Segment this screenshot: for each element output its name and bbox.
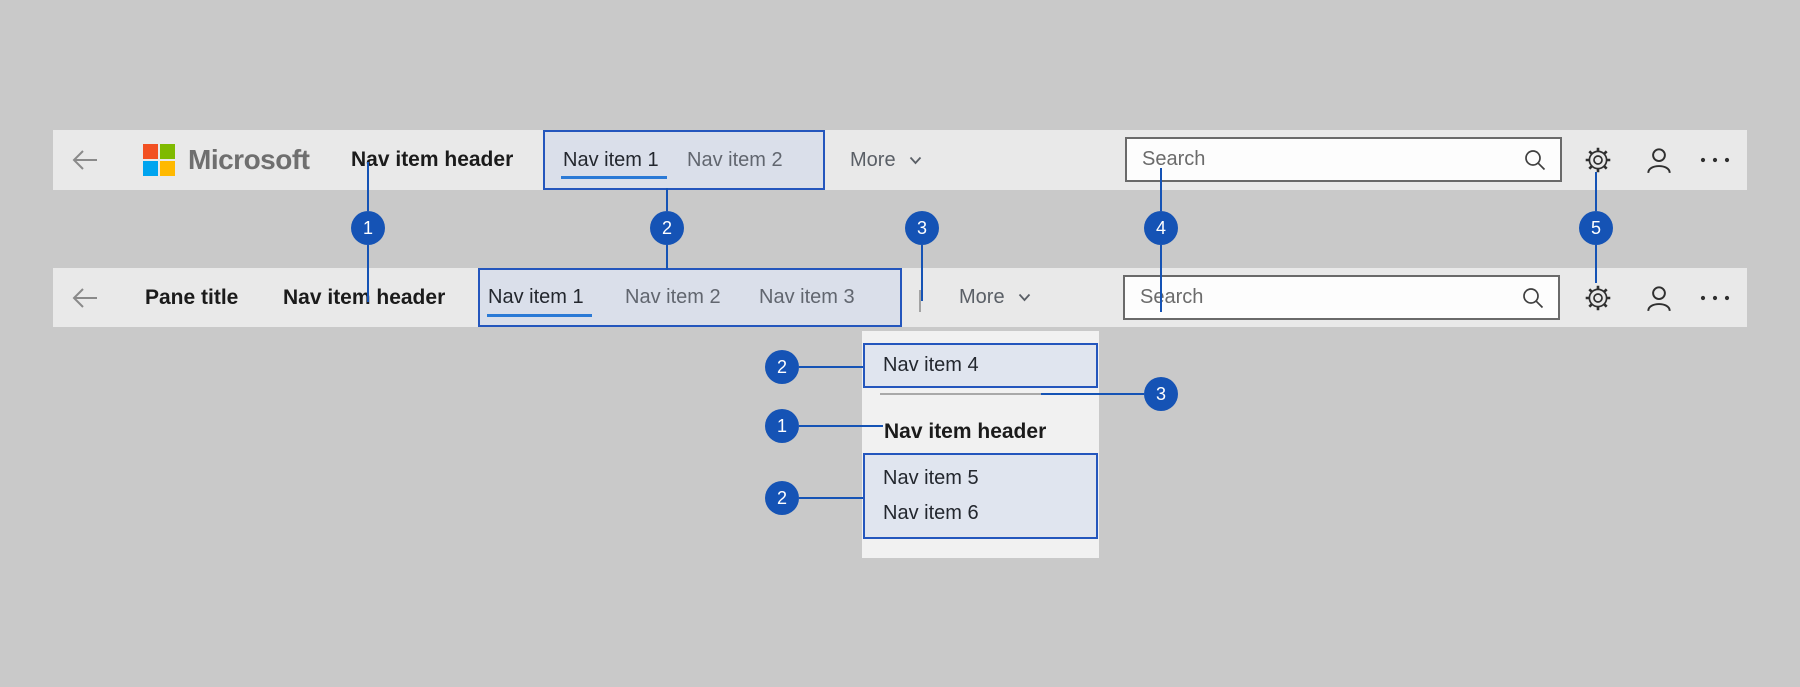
chevron-down-icon (909, 156, 922, 165)
back-arrow-icon (70, 283, 100, 313)
account-person-icon (1644, 283, 1674, 313)
top-nav-item-1-selected-underline (561, 176, 667, 179)
callout-badge-5: 5 (1579, 211, 1613, 245)
pane-nav-item-2[interactable]: Nav item 2 (625, 286, 721, 308)
dropdown-nav-item-5[interactable]: Nav item 5 (883, 467, 979, 489)
callout-2-line-up (666, 188, 668, 211)
callout-badge-3-dropdown-separator: 3 (1144, 377, 1178, 411)
search-icon[interactable] (1523, 148, 1560, 172)
back-button[interactable] (63, 130, 107, 190)
more-options-ellipsis-icon (1699, 294, 1733, 302)
dropdown-nav-item-6[interactable]: Nav item 6 (883, 502, 979, 524)
pane-more-label: More (959, 286, 1005, 308)
more-options-ellipsis-icon (1699, 156, 1733, 164)
pane-nav-item-1-selected-underline (487, 314, 592, 317)
callout-1-line-up (367, 162, 369, 211)
annotation-box-top-nav-items (543, 130, 825, 190)
top-nav-item-2[interactable]: Nav item 2 (687, 148, 783, 171)
callout-3b-line-left (1041, 393, 1144, 395)
callout-badge-1-dropdown-header: 1 (765, 409, 799, 443)
pane-nav-item-1[interactable]: Nav item 1 (488, 286, 584, 308)
settings-gear-icon (1583, 145, 1613, 175)
settings-button[interactable] (1576, 130, 1620, 190)
annotation-box-pane-nav-items (478, 268, 902, 327)
callout-badge-2: 2 (650, 211, 684, 245)
account-button[interactable] (1637, 268, 1681, 327)
more-options-button[interactable] (1694, 268, 1738, 327)
more-dropdown-panel: Nav item 4 Nav item header Nav item 5 Na… (862, 331, 1099, 558)
top-search-input[interactable] (1127, 148, 1523, 171)
callout-2b-line-right (799, 497, 863, 499)
annotation-box-dropdown-items-5-6: Nav item 5 Nav item 6 (863, 453, 1098, 539)
microsoft-logo[interactable]: Microsoft (143, 130, 310, 190)
callout-badge-1: 1 (351, 211, 385, 245)
callout-badge-2-dropdown-item4: 2 (765, 350, 799, 384)
top-nav-item-header[interactable]: Nav item header (351, 148, 514, 171)
callout-3-line-down (921, 245, 923, 301)
more-options-button[interactable] (1694, 130, 1738, 190)
callout-2a-line-right (799, 366, 863, 368)
back-button[interactable] (63, 268, 107, 327)
pane-nav-item-3[interactable]: Nav item 3 (759, 286, 855, 308)
dropdown-nav-item-4[interactable]: Nav item 4 (883, 354, 979, 376)
callout-badge-2-dropdown-items56: 2 (765, 481, 799, 515)
microsoft-logo-text: Microsoft (188, 144, 310, 175)
top-nav-item-1[interactable]: Nav item 1 (563, 148, 659, 171)
account-button[interactable] (1637, 130, 1681, 190)
nav-overflow-divider (919, 290, 921, 312)
callout-2-line-down (666, 245, 668, 270)
settings-button[interactable] (1576, 268, 1620, 327)
site-header-bar: Microsoft Nav item header Nav item 1 Nav… (53, 130, 1747, 190)
callout-1b-line-right (799, 425, 883, 427)
chevron-down-icon (1018, 293, 1031, 302)
callout-5-line-up (1595, 172, 1597, 211)
dropdown-nav-item-header: Nav item header (884, 420, 1047, 443)
callout-4-line-down (1160, 245, 1162, 312)
dropdown-separator (880, 393, 1041, 395)
pane-search-box (1123, 275, 1560, 320)
top-more-label: More (850, 148, 896, 171)
callout-badge-4: 4 (1144, 211, 1178, 245)
annotation-box-dropdown-item-4: Nav item 4 (863, 343, 1098, 388)
pane-search-input[interactable] (1125, 286, 1521, 309)
pane-more-menu[interactable]: More (959, 268, 1031, 327)
account-person-icon (1644, 145, 1674, 175)
callout-5-line-down (1595, 245, 1597, 283)
settings-gear-icon (1583, 283, 1613, 313)
pane-header-bar: Pane title Nav item header Nav item 1 Na… (53, 268, 1747, 327)
pane-title: Pane title (145, 285, 239, 309)
callout-badge-3: 3 (905, 211, 939, 245)
back-arrow-icon (70, 145, 100, 175)
callout-4-line-up (1160, 168, 1162, 211)
top-search-box (1125, 137, 1562, 182)
pane-nav-item-header[interactable]: Nav item header (283, 285, 446, 309)
search-icon[interactable] (1521, 286, 1558, 310)
top-more-menu[interactable]: More (850, 130, 922, 190)
microsoft-logo-icon (143, 144, 175, 176)
callout-1-line-down (367, 245, 369, 302)
